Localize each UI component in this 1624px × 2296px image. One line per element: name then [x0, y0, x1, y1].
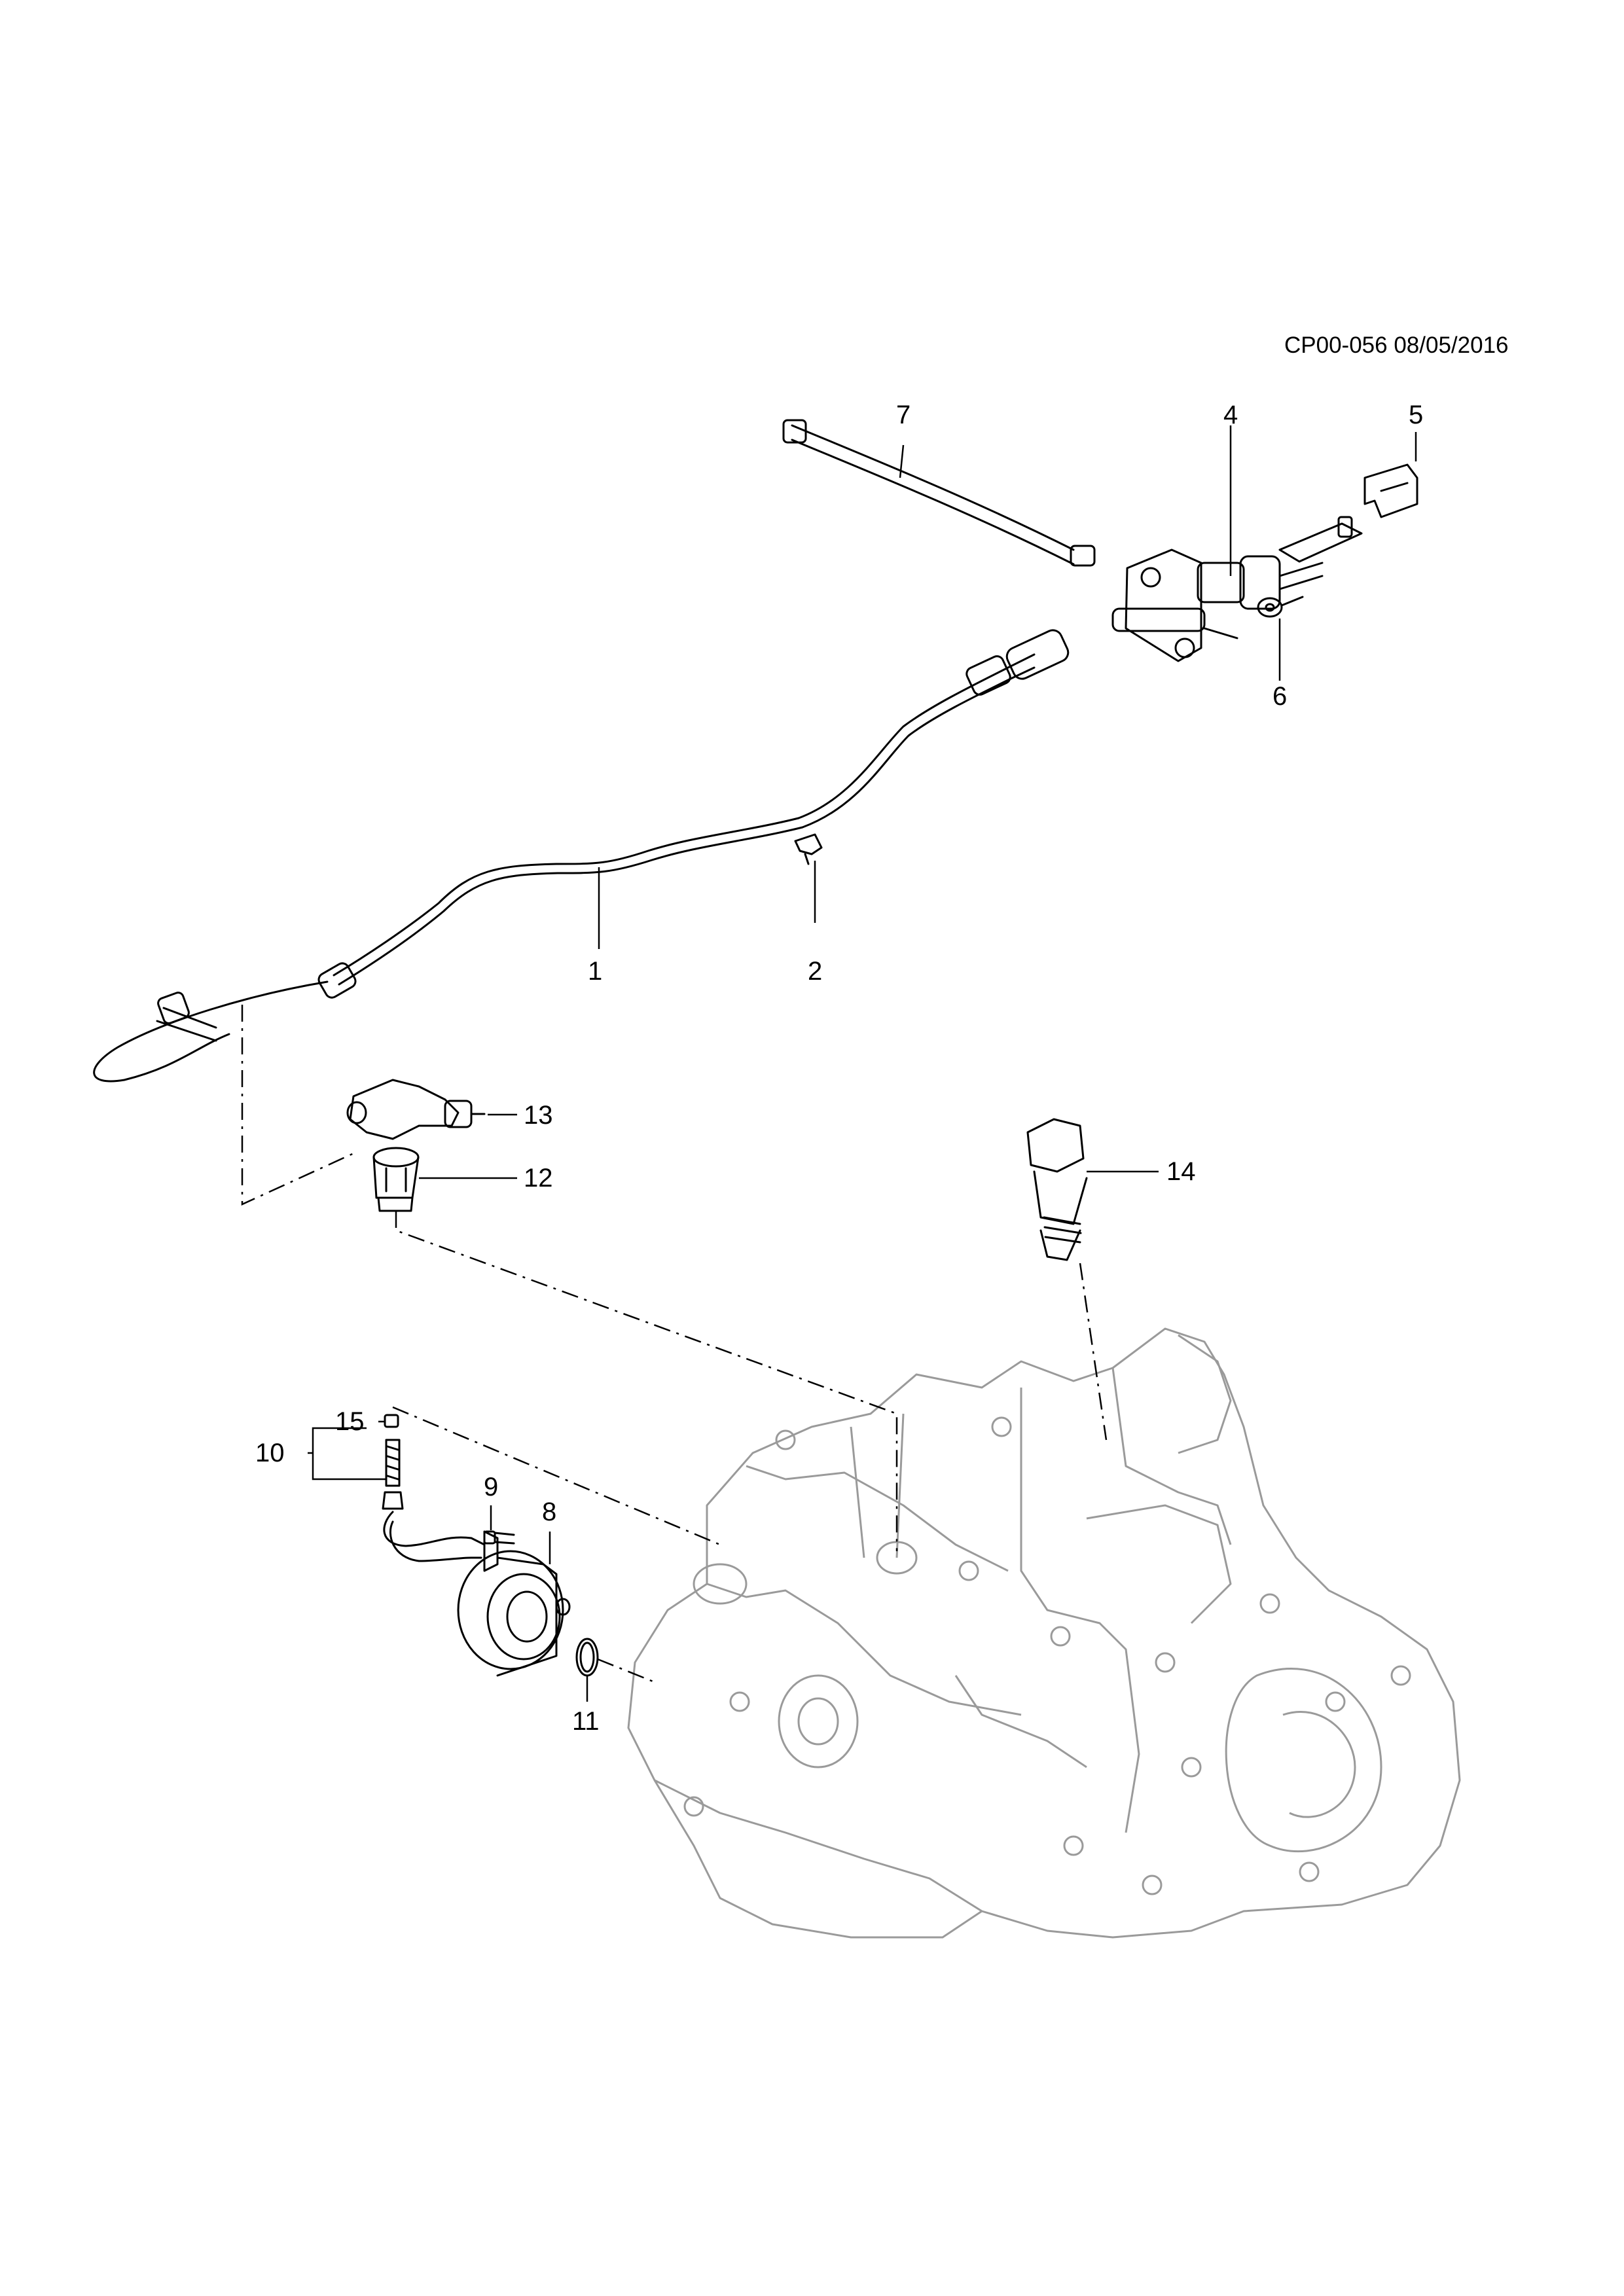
callout-11: 11: [572, 1707, 600, 1736]
part-13-elbow-fitting: [346, 1079, 486, 1140]
callout-9: 9: [484, 1473, 499, 1501]
callout-2: 2: [808, 957, 823, 986]
assembly-lines: [241, 1005, 1108, 1683]
part-8-concentric-slave-cylinder: [383, 1511, 571, 1677]
callout-1: 1: [588, 957, 603, 986]
part-10-bleeder-screw: [382, 1439, 404, 1510]
part-5-clip: [1363, 463, 1418, 518]
part-11-o-ring: [575, 1638, 599, 1677]
callout-6: 6: [1272, 682, 1288, 711]
document-code: CP00-056 08/05/2016: [1284, 332, 1509, 358]
part-9-bolt: [483, 1530, 515, 1545]
callout-14: 14: [1166, 1157, 1196, 1186]
part-15-bleeder-cap: [384, 1414, 399, 1428]
callout-12: 12: [524, 1164, 553, 1193]
callout-10: 10: [255, 1439, 285, 1467]
part-7-reservoir-hose: [782, 419, 1096, 567]
part-4-master-cylinder: [1111, 548, 1324, 662]
leader-lines: [308, 425, 1417, 1702]
part-14-switch-sensor: [1026, 1118, 1088, 1261]
part-4-pushrod: [1278, 516, 1363, 563]
callout-15: 15: [335, 1407, 365, 1436]
callout-13: 13: [524, 1101, 553, 1130]
part-1-clutch-pipe: [93, 629, 1070, 1083]
callout-4: 4: [1223, 401, 1238, 429]
callout-8: 8: [542, 1498, 557, 1526]
transmission-assembly: [627, 1327, 1461, 1939]
callout-7: 7: [896, 401, 911, 429]
part-12-connector: [372, 1147, 420, 1212]
callout-5: 5: [1409, 401, 1424, 429]
part-6-nut: [1257, 596, 1304, 618]
part-2-pipe-clip: [794, 833, 823, 865]
